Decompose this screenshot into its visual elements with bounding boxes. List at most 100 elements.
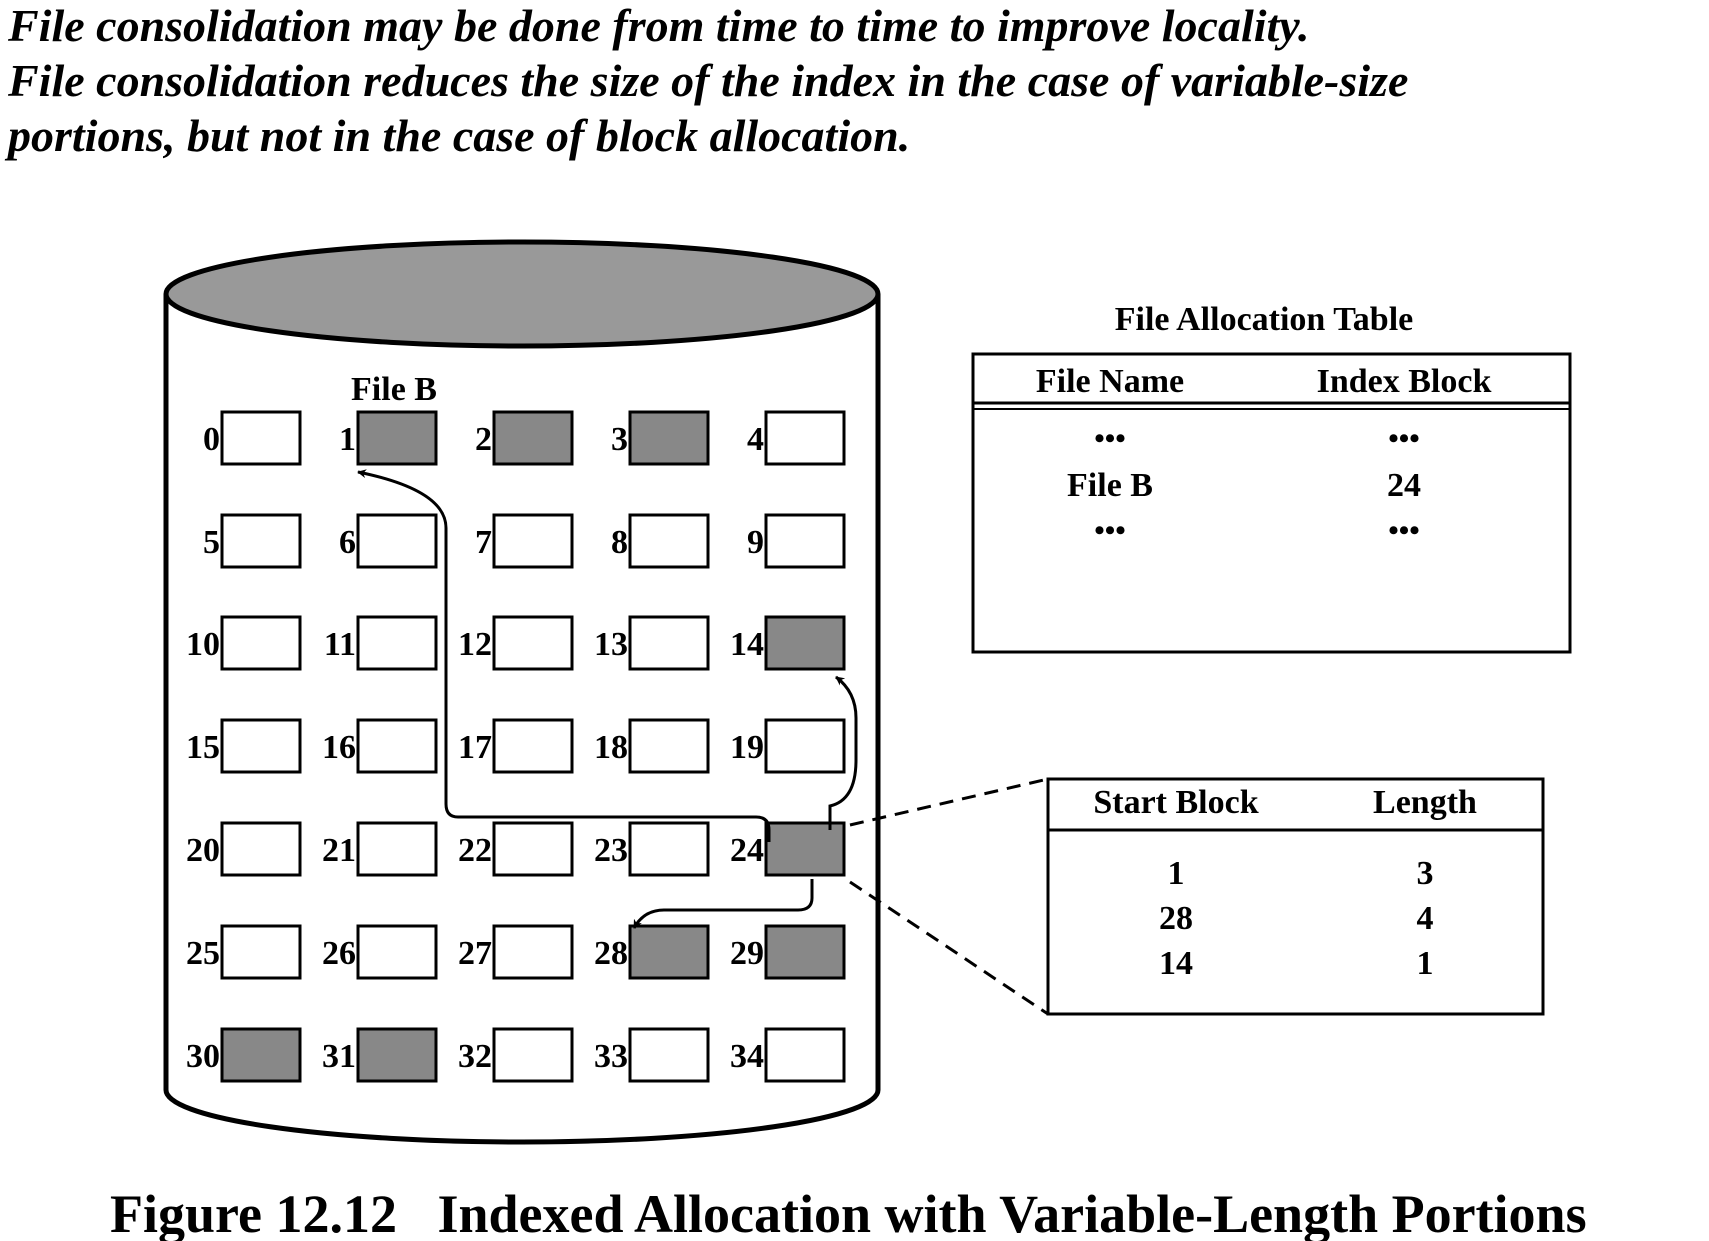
- fat-ellipsis-top-name: •••: [1094, 422, 1126, 455]
- index-col-start-block: Start Block: [1093, 784, 1258, 821]
- disk-block-15: [220, 718, 302, 774]
- disk-block-number-28: 28: [594, 935, 628, 972]
- disk-block-11: [356, 615, 438, 671]
- index-row-2-length: 4: [1417, 900, 1434, 937]
- disk-block-0: [220, 410, 302, 466]
- disk-block-6: [356, 513, 438, 569]
- disk-block-23: [628, 821, 710, 877]
- disk-block-19: [764, 718, 846, 774]
- index-row-3-start: 14: [1159, 945, 1193, 982]
- disk-block-number-29: 29: [730, 935, 764, 972]
- disk-block-9: [764, 513, 846, 569]
- fat-col-file-name: File Name: [1036, 363, 1184, 400]
- disk-block-number-11: 11: [324, 626, 356, 663]
- disk-block-7: [492, 513, 574, 569]
- disk-block-8: [628, 513, 710, 569]
- index-row-2-start: 28: [1159, 900, 1193, 937]
- disk-block-number-32: 32: [458, 1038, 492, 1075]
- disk-block-24: [764, 821, 846, 877]
- disk-block-33: [628, 1027, 710, 1083]
- disk-block-number-4: 4: [747, 421, 764, 458]
- disk-block-number-31: 31: [322, 1038, 356, 1075]
- index-row-3-length: 1: [1417, 945, 1434, 982]
- disk-block-29: [764, 924, 846, 980]
- disk-block-number-13: 13: [594, 626, 628, 663]
- arrow-to-block-14: [828, 675, 858, 830]
- disk-block-number-17: 17: [458, 729, 492, 766]
- disk-block-17: [492, 718, 574, 774]
- arrow-to-block-1: [357, 469, 771, 842]
- disk-block-number-16: 16: [322, 729, 356, 766]
- disk-block-28: [628, 924, 710, 980]
- disk-block-25: [220, 924, 302, 980]
- disk-block-30: [220, 1027, 302, 1083]
- disk-block-16: [356, 718, 438, 774]
- disk-block-34: [764, 1027, 846, 1083]
- disk-block-number-26: 26: [322, 935, 356, 972]
- file-allocation-table: File Allocation Table File Name Index Bl…: [971, 301, 1572, 654]
- disk-block-number-25: 25: [186, 935, 220, 972]
- disk-block-5: [220, 513, 302, 569]
- disk-block-1: [356, 410, 438, 466]
- disk-block-26: [356, 924, 438, 980]
- disk-block-2: [492, 410, 574, 466]
- disk-block-4: [764, 410, 846, 466]
- figure-caption: Figure 12.12 Indexed Allocation with Var…: [110, 1184, 1587, 1241]
- disk-block-number-34: 34: [730, 1038, 764, 1075]
- disk-block-number-19: 19: [730, 729, 764, 766]
- index-col-length: Length: [1373, 784, 1477, 821]
- fat-ellipsis-bottom-name: •••: [1094, 514, 1126, 547]
- disk-block-number-14: 14: [730, 626, 764, 663]
- disk-block-21: [356, 821, 438, 877]
- disk-block-number-10: 10: [186, 626, 220, 663]
- disk-block-32: [492, 1027, 574, 1083]
- dashed-connector-bottom: [849, 880, 1049, 1016]
- disk-block-number-2: 2: [475, 421, 492, 458]
- arrow-to-block-28: [632, 879, 814, 929]
- disk-block-12: [492, 615, 574, 671]
- disk-block-number-1: 1: [339, 421, 356, 458]
- index-table-frame: [1046, 777, 1545, 1016]
- disk-block-number-7: 7: [475, 524, 492, 561]
- fat-row-file-name: File B: [1067, 467, 1153, 504]
- disk-block-number-12: 12: [458, 626, 492, 663]
- disk-block-number-5: 5: [203, 524, 220, 561]
- disk-block-18: [628, 718, 710, 774]
- intro-line-1: File consolidation may be done from time…: [8, 0, 1310, 51]
- disk-block-number-21: 21: [322, 832, 356, 869]
- index-block-table: Start Block Length 1 3 28 4 14 1: [1046, 777, 1545, 1016]
- disk-block-13: [628, 615, 710, 671]
- fat-title: File Allocation Table: [1115, 301, 1413, 338]
- disk-block-number-0: 0: [203, 421, 220, 458]
- disk-block-number-23: 23: [594, 832, 628, 869]
- disk-block-number-22: 22: [458, 832, 492, 869]
- disk-block-number-27: 27: [458, 935, 492, 972]
- disk-block-number-18: 18: [594, 729, 628, 766]
- pointer-arrows: [357, 469, 858, 929]
- disk-block-number-33: 33: [594, 1038, 628, 1075]
- disk-block-20: [220, 821, 302, 877]
- disk-block-number-8: 8: [611, 524, 628, 561]
- dashed-connectors: [849, 777, 1049, 1016]
- disk-block-number-6: 6: [339, 524, 356, 561]
- disk-top: [163, 239, 881, 349]
- disk-block-number-24: 24: [730, 832, 764, 869]
- disk-block-number-9: 9: [747, 524, 764, 561]
- index-row-1-start: 1: [1168, 855, 1185, 892]
- intro-line-2: File consolidation reduces the size of t…: [8, 55, 1409, 106]
- disk-block-10: [220, 615, 302, 671]
- disk-block-number-3: 3: [611, 421, 628, 458]
- dashed-connector-top: [849, 777, 1049, 827]
- disk-block-31: [356, 1027, 438, 1083]
- fat-row-index-block: 24: [1387, 467, 1421, 504]
- file-b-label: File B: [351, 371, 437, 408]
- disk-cylinder: [163, 239, 881, 1145]
- disk-block-number-15: 15: [186, 729, 220, 766]
- index-row-1-length: 3: [1417, 855, 1434, 892]
- disk-block-3: [628, 410, 710, 466]
- fat-ellipsis-top-index: •••: [1388, 422, 1420, 455]
- disk-block-22: [492, 821, 574, 877]
